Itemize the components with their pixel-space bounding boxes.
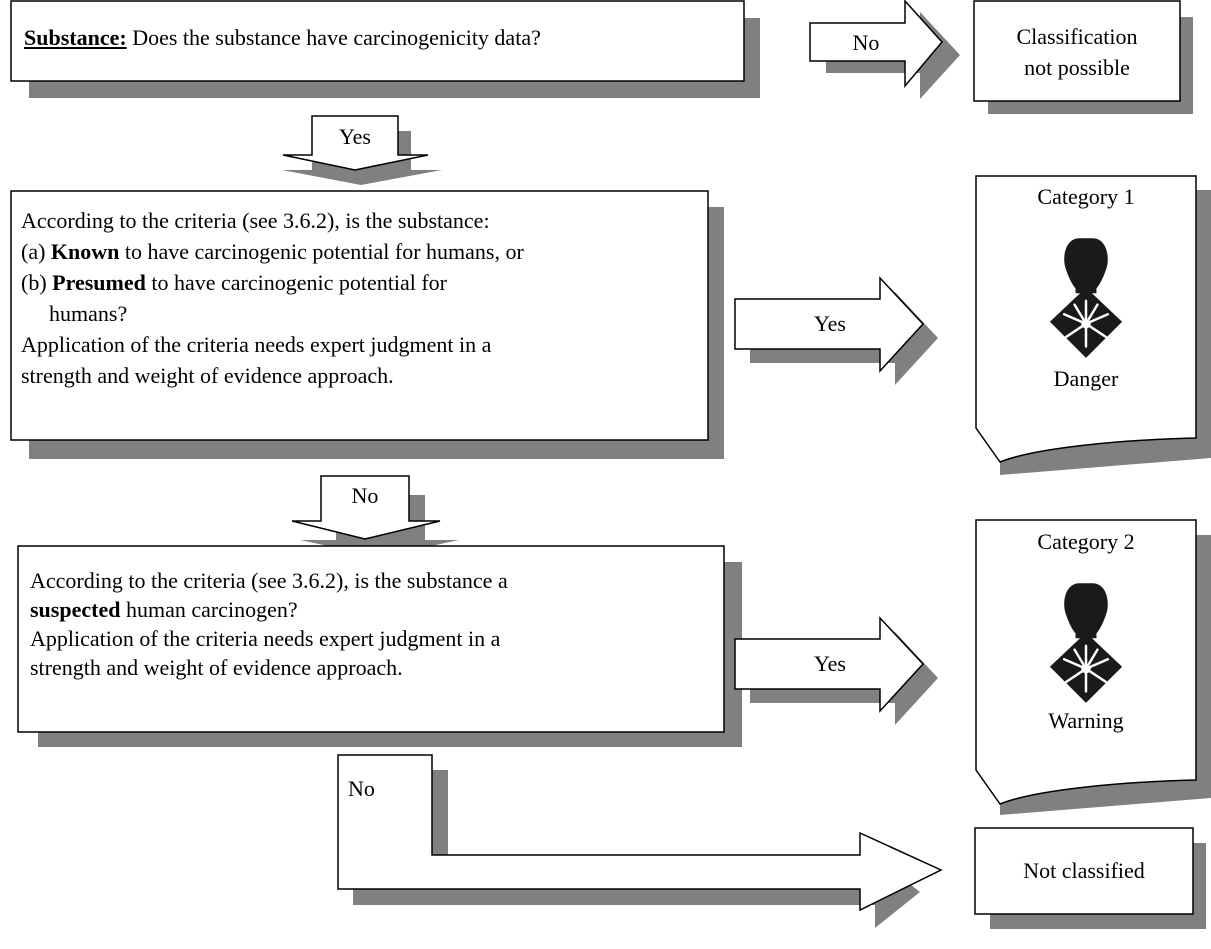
category2-question-line2: suspected human carcinogen?: [30, 597, 298, 622]
yes-arrow-to-category1: [734, 276, 938, 385]
category1-question-text: According to the criteria (see 3.6.2), i…: [21, 205, 524, 391]
classification-not-possible-text: Classification not possible: [1016, 24, 1138, 80]
category1-option-a: (a) Known to have carcinogenic potential…: [21, 239, 524, 264]
category2-signal-word: Warning: [1048, 708, 1124, 733]
not-classified-text: Not classified: [1023, 858, 1145, 883]
substance-question: Substance: Does the substance have carci…: [24, 24, 541, 51]
no-arrow-to-classification: [809, 0, 960, 99]
yes-label-category2: Yes: [813, 651, 846, 676]
substance-question-text: Does the substance have carcinogenicity …: [126, 25, 541, 50]
no-label-1: No: [351, 483, 379, 508]
category2-title: Category 2: [1037, 529, 1135, 554]
yes-arrow-to-category2: [734, 616, 938, 725]
no-label-top: No: [852, 30, 880, 55]
category1-question-box: [10, 190, 724, 459]
not-classified-box: [974, 827, 1206, 929]
no-arrow-to-not-classified: [337, 754, 943, 928]
yes-arrow-down-1: [282, 115, 442, 185]
category1-question-line: According to the criteria (see 3.6.2), i…: [21, 208, 490, 233]
substance-box: [10, 0, 760, 98]
category1-expert-note-line1: Application of the criteria needs expert…: [21, 332, 492, 357]
yes-label-1: Yes: [338, 124, 371, 149]
classification-not-possible-box: [973, 0, 1193, 114]
category2-question-box: [17, 545, 742, 747]
category1-option-b: (b) Presumed to have carcinogenic potent…: [21, 270, 448, 295]
no-arrow-down-1: [291, 475, 459, 557]
substance-label: Substance:: [24, 25, 127, 50]
category2-expert-note-line1: Application of the criteria needs expert…: [30, 626, 501, 651]
category1-option-b-continued: humans?: [49, 301, 128, 326]
yes-label-category1: Yes: [813, 311, 846, 336]
no-label-2: No: [348, 776, 375, 801]
category2-question-text: According to the criteria (see 3.6.2), i…: [30, 566, 508, 682]
category1-title: Category 1: [1037, 184, 1135, 209]
category1-signal-word: Danger: [1053, 366, 1119, 391]
category2-question-line1: According to the criteria (see 3.6.2), i…: [30, 568, 508, 593]
category1-expert-note-line2: strength and weight of evidence approach…: [21, 363, 394, 388]
category2-expert-note-line2: strength and weight of evidence approach…: [30, 655, 403, 680]
